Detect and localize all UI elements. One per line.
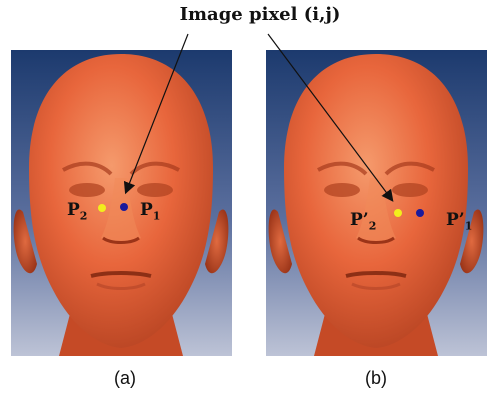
point-p1-blue	[120, 203, 128, 211]
label-p1-prime: P’1	[446, 210, 472, 232]
point-p2-prime-yellow	[394, 209, 402, 217]
caption-b: (b)	[346, 368, 406, 389]
label-p1: P1	[140, 200, 160, 222]
caption-a: (a)	[95, 368, 155, 389]
point-p1-prime-blue	[416, 209, 424, 217]
point-p2-yellow	[98, 204, 106, 212]
label-p2: P2	[67, 200, 87, 222]
label-p2-prime: P’2	[350, 210, 376, 232]
